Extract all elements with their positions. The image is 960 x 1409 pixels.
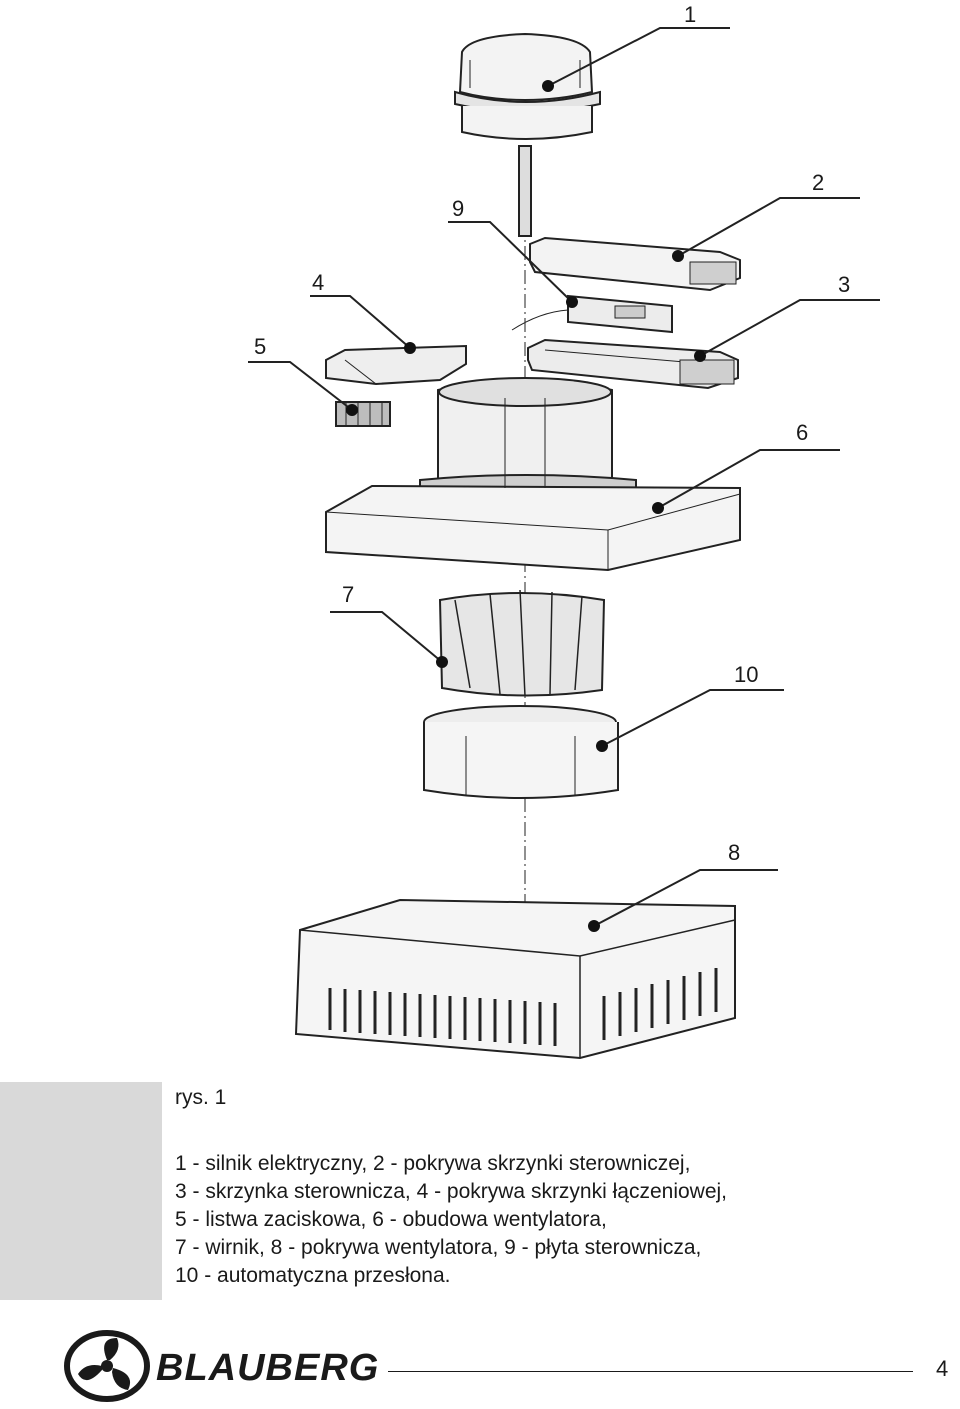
legend-line: 5 - listwa zaciskowa, 6 - obudowa wentyl…	[175, 1208, 607, 1231]
callout-8: 8	[728, 840, 740, 865]
callout-1: 1	[684, 2, 696, 27]
motor-part	[454, 32, 601, 237]
figure-caption: rys. 1	[175, 1086, 227, 1109]
page-number: 4	[936, 1356, 949, 1381]
automatic-shutter-part	[423, 705, 619, 799]
junction-box-cover-part	[325, 344, 467, 386]
legend-line: 10 - automatyczna przesłona.	[175, 1264, 451, 1287]
terminal-strip-part	[335, 401, 391, 427]
callout-4: 4	[312, 270, 324, 295]
control-box-cover-part	[529, 236, 741, 292]
callout-6: 6	[796, 420, 808, 445]
callout-2: 2	[812, 170, 824, 195]
parts-legend: 1 - silnik elektryczny, 2 - pokrywa skrz…	[175, 1150, 945, 1290]
fan-cover-part	[294, 898, 736, 1060]
control-board-part	[511, 294, 673, 334]
brand-name: BLAUBERG	[156, 1347, 380, 1389]
leader-lines	[248, 27, 880, 927]
legend-line: 3 - skrzynka sterownicza, 4 - pokrywa sk…	[175, 1180, 728, 1203]
exploded-assembly-diagram: 1 2 3 4 5 6 7 8 9 10	[248, 2, 880, 1060]
legend-line: 1 - silnik elektryczny, 2 - pokrywa skrz…	[175, 1152, 691, 1175]
callout-3: 3	[838, 272, 850, 297]
footer-rule	[388, 1371, 913, 1372]
callout-7: 7	[342, 582, 354, 607]
callout-9: 9	[452, 196, 464, 221]
callout-10: 10	[734, 662, 758, 687]
fan-logo-icon	[64, 1330, 150, 1402]
fan-housing-part	[325, 377, 741, 572]
callout-5: 5	[254, 334, 266, 359]
control-box-part	[527, 338, 739, 390]
leader-dots	[346, 80, 706, 932]
impeller-part	[438, 589, 606, 697]
legend-line: 7 - wirnik, 8 - pokrywa wentylatora, 9 -…	[175, 1236, 702, 1259]
sidebar-gray-block	[0, 1082, 162, 1300]
